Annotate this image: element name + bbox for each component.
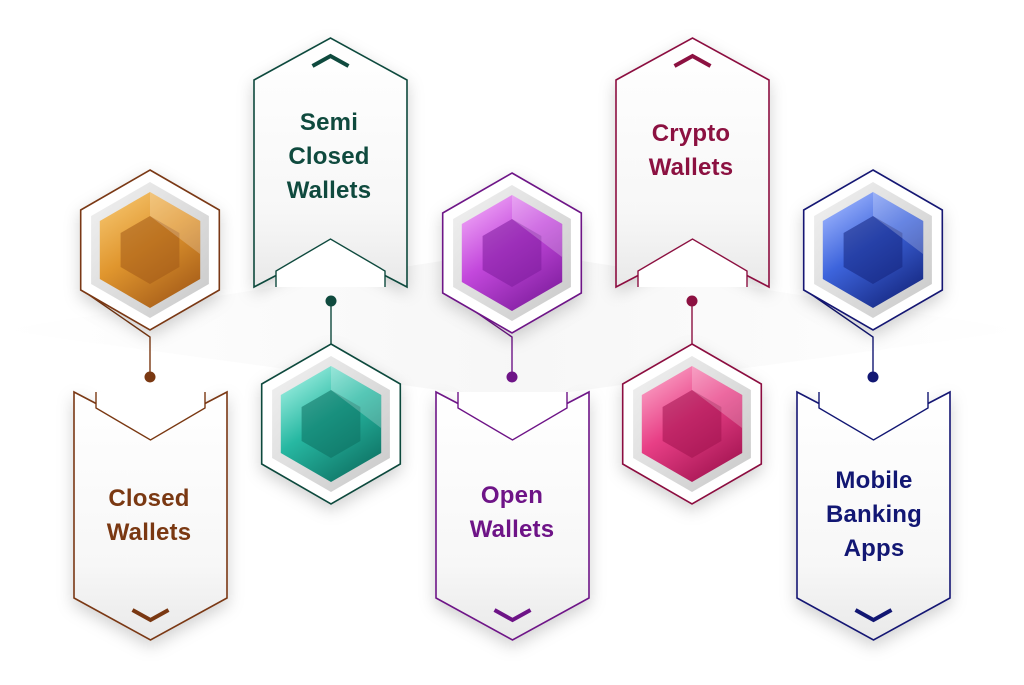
hexagon-gem-core xyxy=(482,219,542,287)
connector-dot xyxy=(506,371,518,383)
hexagon-gem-shine xyxy=(512,195,562,257)
label-line: Wallets xyxy=(469,516,555,543)
label-line: Closed xyxy=(108,485,190,512)
connector-dot xyxy=(867,371,879,383)
item-crypto xyxy=(615,37,770,505)
label-line: Mobile xyxy=(835,467,913,494)
label-line: Wallets xyxy=(286,177,372,204)
chevron-down-icon xyxy=(854,608,893,623)
label-line: Wallets xyxy=(648,154,734,181)
label-semi-closed-wallets: Semi Closed Wallets xyxy=(254,106,404,208)
connector-line xyxy=(81,289,151,377)
connector-dot xyxy=(144,371,156,383)
hexagon-gem-core xyxy=(843,216,903,284)
card-notch xyxy=(637,238,748,287)
label-open-wallets: Open Wallets xyxy=(437,479,587,547)
label-line: Crypto xyxy=(651,120,731,147)
hexagon-gem-shine xyxy=(873,192,923,254)
label-line: Semi xyxy=(299,109,359,136)
item-semi xyxy=(253,37,408,505)
hexagon-gem-shine xyxy=(150,192,200,254)
label-line: Apps xyxy=(843,535,905,562)
hexagon-gem-core xyxy=(301,390,361,458)
chevron-up-icon xyxy=(673,53,712,68)
label-line: Wallets xyxy=(106,519,192,546)
label-line: Banking xyxy=(825,501,923,528)
label-line: Open xyxy=(480,482,544,509)
hexagon-gem-shine xyxy=(692,366,742,428)
label-mobile-banking-apps: Mobile Banking Apps xyxy=(799,464,949,566)
chevron-down-icon xyxy=(493,608,532,623)
item-mobile xyxy=(796,169,951,641)
hexagon-gem-shine xyxy=(331,366,381,428)
card-notch xyxy=(275,238,386,287)
connector-line xyxy=(804,289,874,377)
hexagon-gem-core xyxy=(662,390,722,458)
chevron-down-icon xyxy=(131,608,170,623)
connector-dot xyxy=(325,295,337,307)
card-notch xyxy=(95,392,206,441)
item-open xyxy=(435,172,590,641)
card-semi xyxy=(253,37,408,289)
hexagon-gem-core xyxy=(120,216,180,284)
label-line: Closed xyxy=(288,143,370,170)
connector-dot xyxy=(686,295,698,307)
label-closed-wallets: Closed Wallets xyxy=(74,482,224,550)
item-closed xyxy=(73,169,228,641)
card-crypto xyxy=(615,37,770,289)
card-notch xyxy=(457,392,568,441)
card-notch xyxy=(818,392,929,441)
label-crypto-wallets: Crypto Wallets xyxy=(616,117,766,185)
chevron-up-icon xyxy=(311,53,350,68)
